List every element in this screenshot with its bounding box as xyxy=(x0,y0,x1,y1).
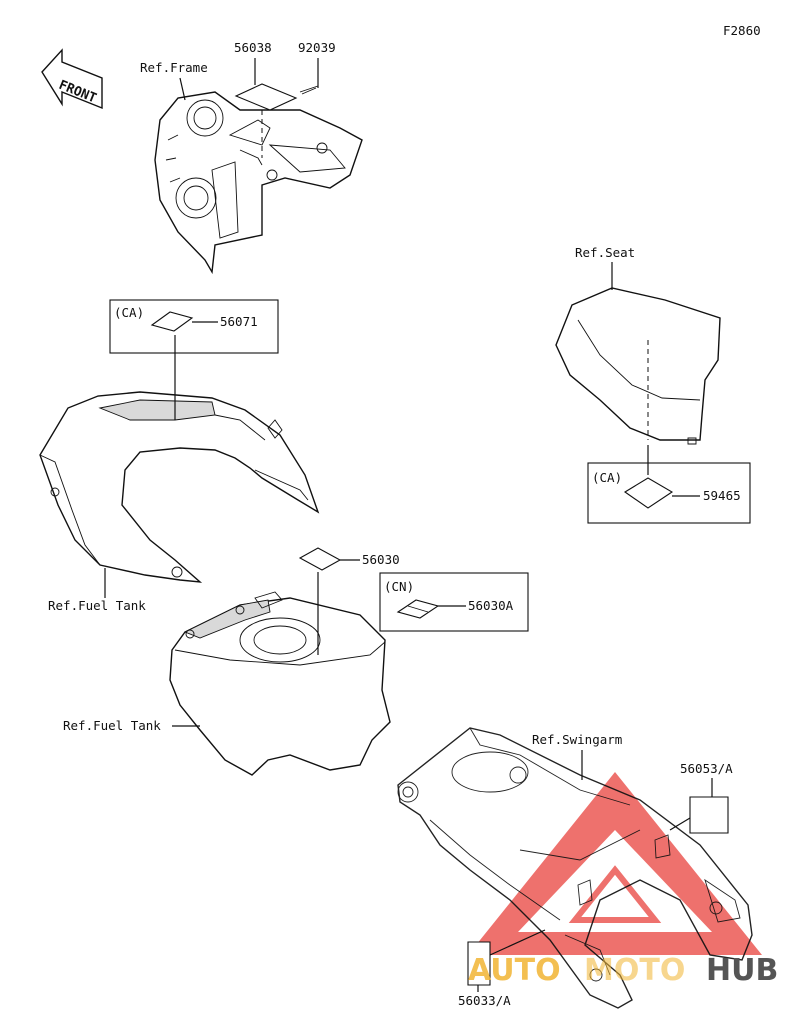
part-56030A-label: 56030A xyxy=(468,598,514,613)
ref-frame-label: Ref.Frame xyxy=(140,60,208,75)
label-56053A-icon xyxy=(689,796,729,834)
region-cn: (CN) xyxy=(384,579,414,594)
figure-code: F2860 xyxy=(723,23,761,38)
part-59465-label: 59465 xyxy=(703,488,741,503)
watermark-text-moto: MOTO xyxy=(584,953,685,988)
ref-fuel-tank-cover-label: Ref.Fuel Tank xyxy=(48,598,146,613)
part-56071-label: 56071 xyxy=(220,314,258,329)
ref-swingarm-label: Ref.Swingarm xyxy=(532,732,622,747)
part-56053A-label: 56053/A xyxy=(680,761,733,776)
ref-fuel-tank-label: Ref.Fuel Tank xyxy=(63,718,161,733)
label-56030-icon xyxy=(298,547,342,571)
fuel-tank-illustration xyxy=(169,591,391,776)
front-arrow-icon: FRONT xyxy=(41,48,103,110)
seat-illustration xyxy=(555,287,721,445)
part-56030-label: 56030 xyxy=(362,552,400,567)
label-56033A-icon xyxy=(467,941,491,986)
watermark-logo xyxy=(468,772,762,955)
watermark-inner-triangle-icon xyxy=(568,865,662,923)
ca-box-56071 xyxy=(109,299,279,354)
region-ca-1: (CA) xyxy=(114,305,144,320)
part-92039-label: 92039 xyxy=(298,40,336,55)
label-56071-icon xyxy=(150,311,194,332)
label-59465-icon xyxy=(623,477,674,509)
part-56033A-label: 56033/A xyxy=(458,993,511,1008)
part-56038-label: 56038 xyxy=(234,40,272,55)
cn-box-56030A xyxy=(379,572,529,632)
watermark-text-hub: HUB xyxy=(706,953,778,988)
region-ca-2: (CA) xyxy=(592,470,622,485)
watermark-text-auto: AUTO xyxy=(468,953,561,988)
frame-illustration xyxy=(154,83,363,275)
ref-seat-label: Ref.Seat xyxy=(575,245,635,260)
watermark-triangle-icon xyxy=(468,772,762,955)
ca-box-59465 xyxy=(587,462,751,524)
swingarm-illustration xyxy=(397,727,753,1009)
fuel-tank-cover-illustration xyxy=(39,391,320,583)
